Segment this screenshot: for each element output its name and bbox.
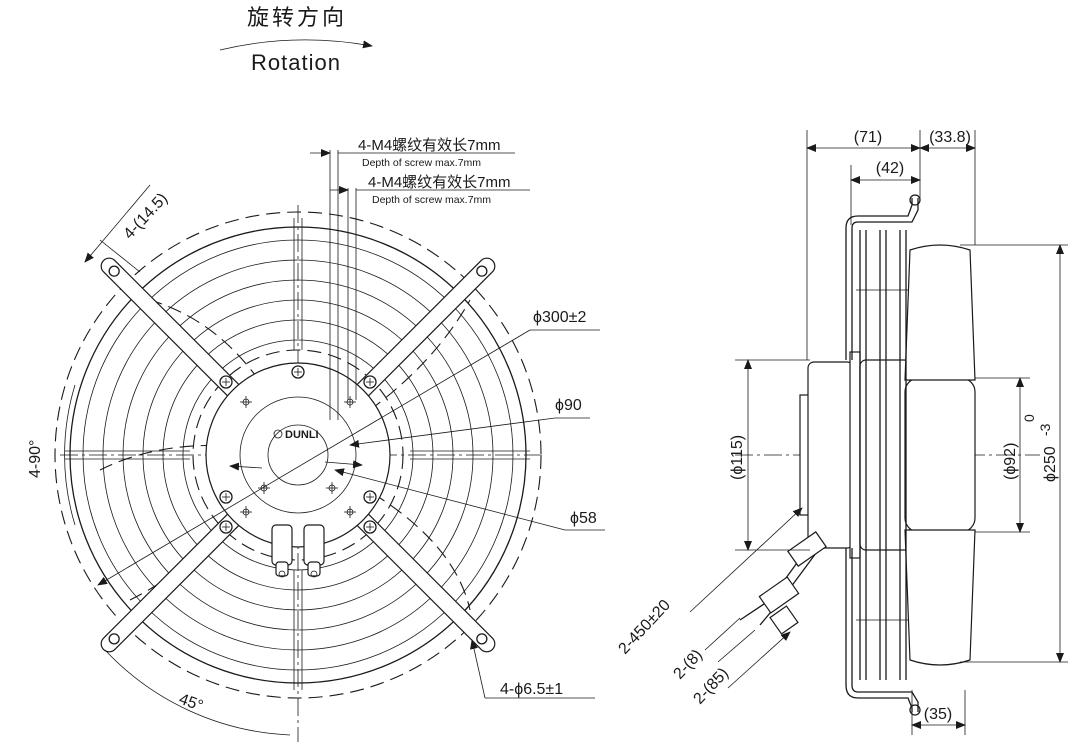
svg-text:2-(8): 2-(8) bbox=[670, 646, 705, 682]
cable-outlet bbox=[739, 531, 827, 635]
svg-text:-3: -3 bbox=[1037, 423, 1053, 436]
mount-hole-lower-left bbox=[108, 633, 120, 645]
svg-text:(71): (71) bbox=[854, 129, 882, 146]
dim-angle-45: 45° bbox=[104, 649, 291, 736]
dim-angle-4x90: 4-90° bbox=[27, 384, 76, 526]
dim-33-8: (33.8) bbox=[919, 129, 976, 152]
guard-wires bbox=[845, 194, 921, 716]
svg-text:4-90°: 4-90° bbox=[27, 440, 44, 478]
mounting-arm-upper-right bbox=[348, 257, 496, 405]
rotation-label-zh: 旋转方向 bbox=[247, 5, 347, 30]
svg-text:2-(85): 2-(85) bbox=[690, 665, 732, 708]
rotation-indicator: 旋转方向 Rotation bbox=[219, 5, 373, 75]
cable-glands bbox=[271, 524, 325, 578]
svg-text:(42): (42) bbox=[876, 160, 904, 177]
svg-text:45°: 45° bbox=[177, 691, 206, 715]
svg-text:ϕ58: ϕ58 bbox=[570, 510, 597, 527]
rotor-cap bbox=[904, 377, 976, 533]
dim-cable-length: 2-450±20 bbox=[615, 507, 803, 658]
dim-35: (35) bbox=[911, 690, 966, 735]
dim-outer-diameter: ϕ300±2 bbox=[97, 309, 600, 586]
screw-note-1-en: Depth of screw max.7mm bbox=[362, 157, 481, 169]
mount-hole-upper-left bbox=[108, 265, 120, 277]
inner-dashed-ring bbox=[192, 349, 404, 561]
svg-text:ϕ250: ϕ250 bbox=[1042, 446, 1059, 482]
brand-logo: DUNLI bbox=[285, 429, 319, 441]
guard-ring-5 bbox=[162, 319, 434, 591]
motor-flange bbox=[849, 351, 861, 559]
guard-ring-2 bbox=[102, 259, 494, 651]
dim-mount-holes: 4-ϕ6.5±1 bbox=[470, 639, 595, 699]
screw-note-1-zh: 4-M4螺纹有效长7mm bbox=[358, 137, 501, 154]
front-view: DUNLI 4-M4螺纹有效长7mm Depth of screw max.7m… bbox=[27, 137, 605, 742]
hub-screws bbox=[219, 365, 377, 534]
svg-text:ϕ300±2: ϕ300±2 bbox=[533, 309, 586, 326]
dim-inner-diameter: ϕ58 bbox=[229, 460, 605, 531]
mounting-arm-lower-right bbox=[348, 505, 496, 653]
screw-note-2-zh: 4-M4螺纹有效长7mm bbox=[368, 174, 511, 191]
mount-hole-upper-right bbox=[476, 265, 488, 277]
side-view: (71) (33.8) (42) (ϕ115) (ϕ92) bbox=[615, 129, 1068, 735]
svg-text:(33.8): (33.8) bbox=[929, 129, 971, 146]
outer-ring bbox=[69, 226, 527, 684]
fan-blade-lower bbox=[904, 529, 976, 666]
mounting-arms bbox=[100, 257, 496, 653]
dim-115: (ϕ115) bbox=[729, 359, 810, 551]
fan-blade-upper bbox=[904, 244, 976, 381]
svg-text:(ϕ115): (ϕ115) bbox=[729, 435, 746, 480]
svg-text:2-450±20: 2-450±20 bbox=[615, 597, 674, 658]
guard-ring-1 bbox=[82, 239, 514, 671]
svg-text:4-(14.5): 4-(14.5) bbox=[120, 190, 171, 243]
threaded-hole-marks bbox=[240, 396, 356, 518]
rotation-arrow bbox=[219, 39, 373, 51]
svg-text:0: 0 bbox=[1021, 414, 1037, 422]
svg-text:(ϕ92): (ϕ92) bbox=[1002, 443, 1019, 480]
guard-ring-6 bbox=[182, 339, 414, 571]
hub-center bbox=[267, 424, 329, 486]
rotation-label-en: Rotation bbox=[251, 50, 341, 75]
hub-inner bbox=[239, 396, 357, 514]
dim-cable-85: 2-(85) bbox=[690, 631, 791, 708]
outer-dashed-ring bbox=[54, 211, 542, 699]
mounting-arm-upper-left bbox=[100, 257, 248, 405]
dim-hub-diameter: ϕ90 bbox=[349, 397, 590, 448]
mount-hole-lower-right bbox=[476, 633, 488, 645]
hub-outer bbox=[205, 362, 391, 548]
guard-ring-3 bbox=[122, 279, 474, 631]
svg-text:ϕ90: ϕ90 bbox=[555, 397, 582, 414]
screw-depth-callouts: 4-M4螺纹有效长7mm Depth of screw max.7mm 4-M4… bbox=[310, 137, 530, 420]
dim-42: (42) bbox=[850, 160, 921, 184]
dim-slot-width: 4-(14.5) bbox=[84, 184, 171, 273]
dim-92: (ϕ92) bbox=[975, 377, 1030, 533]
motor-body bbox=[807, 361, 854, 549]
svg-text:4-ϕ6.5±1: 4-ϕ6.5±1 bbox=[500, 681, 563, 698]
mounting-arm-lower-left bbox=[100, 505, 248, 653]
dim-250: ϕ250 0 -3 bbox=[960, 244, 1068, 663]
brand-logo-icon bbox=[273, 429, 283, 439]
guard-ring-4 bbox=[142, 299, 454, 611]
svg-text:(35): (35) bbox=[924, 706, 952, 723]
screw-note-2-en: Depth of screw max.7mm bbox=[372, 194, 491, 206]
rotor-hub bbox=[859, 359, 911, 551]
dim-71: (71) bbox=[806, 129, 921, 152]
